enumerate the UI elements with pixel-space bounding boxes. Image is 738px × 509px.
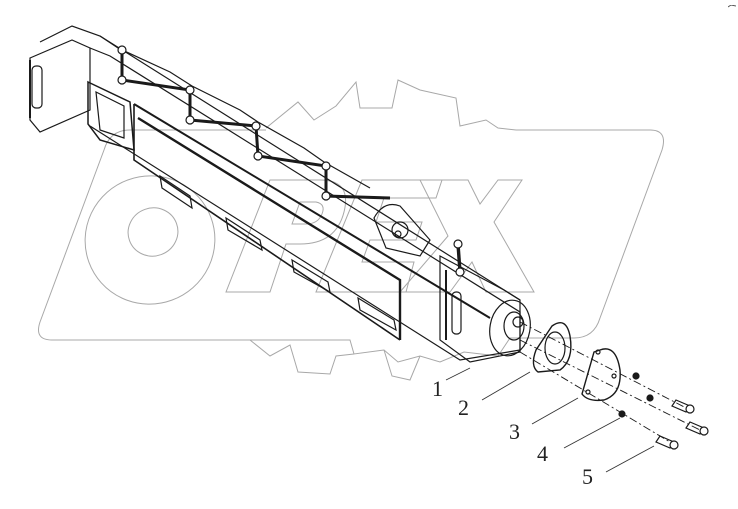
exhaust-manifold (29, 25, 531, 363)
callout-3: 3 (509, 419, 520, 444)
watermark-letter-x (398, 179, 535, 293)
exploded-parts (519, 321, 709, 450)
watermark-letter-p (225, 179, 346, 293)
gasket (532, 322, 572, 373)
corner-mark-icon (728, 5, 736, 8)
bolt-heads (117, 45, 465, 277)
gear-outline-icon (265, 79, 517, 131)
callout-1: 1 (432, 376, 443, 401)
cover-plate (581, 348, 621, 402)
callout-5: 5 (582, 464, 593, 489)
leader-lines (445, 367, 655, 473)
watermark-letter-o (84, 175, 216, 305)
callout-4: 4 (537, 441, 548, 466)
callout-2: 2 (458, 395, 469, 420)
bracket-links (99, 35, 462, 273)
watermark-logo (38, 79, 664, 381)
